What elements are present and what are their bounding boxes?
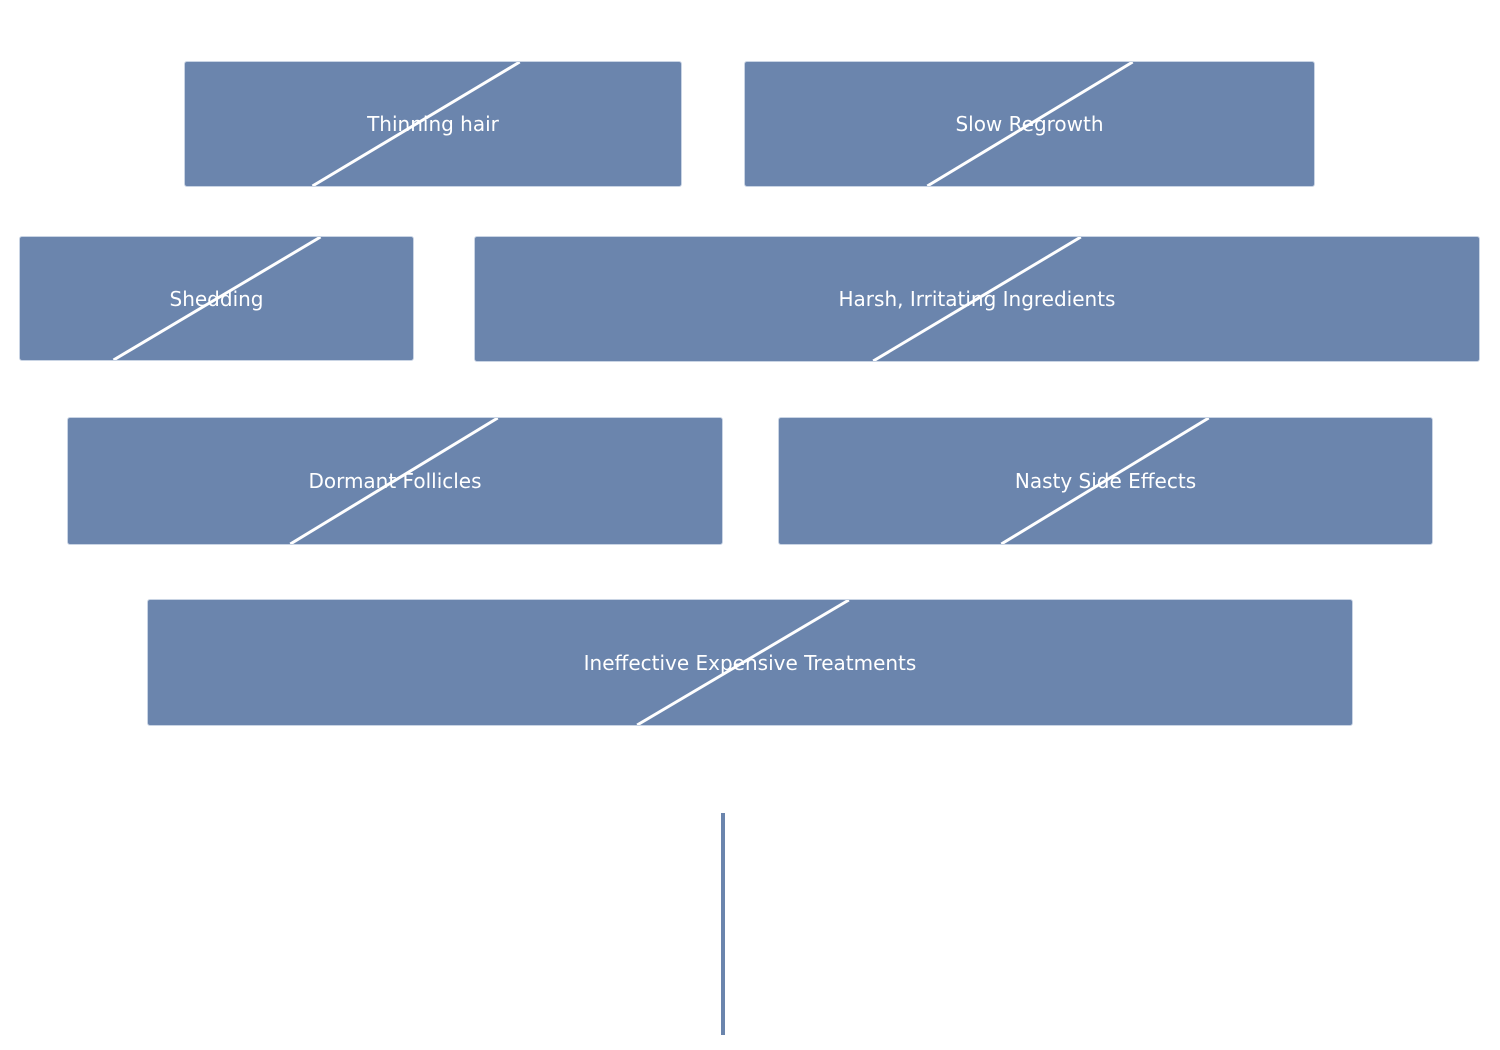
tag-nasty-side-effects: Nasty Side Effects [778,417,1433,545]
tag-label: Thinning hair [367,112,499,136]
tag-slow-regrowth: Slow Regrowth [744,61,1315,187]
tag-label: Slow Regrowth [955,112,1104,136]
tag-harsh-irritating-ingredients: Harsh, Irritating Ingredients [474,236,1480,362]
tag-label: Dormant Follicles [308,469,482,493]
tag-label: Nasty Side Effects [1014,469,1197,493]
tag-label: Ineffective Expensive Treatments [583,650,917,675]
vertical-divider [721,813,725,1035]
tag-ineffective-expensive-treatments: Ineffective Expensive Treatments [147,599,1353,726]
tag-label: Shedding [169,286,264,311]
tag-shedding: Shedding [19,236,414,361]
tag-dormant-follicles: Dormant Follicles [67,417,723,545]
tag-label: Harsh, Irritating Ingredients [838,287,1116,311]
tag-thinning-hair: Thinning hair [184,61,682,187]
